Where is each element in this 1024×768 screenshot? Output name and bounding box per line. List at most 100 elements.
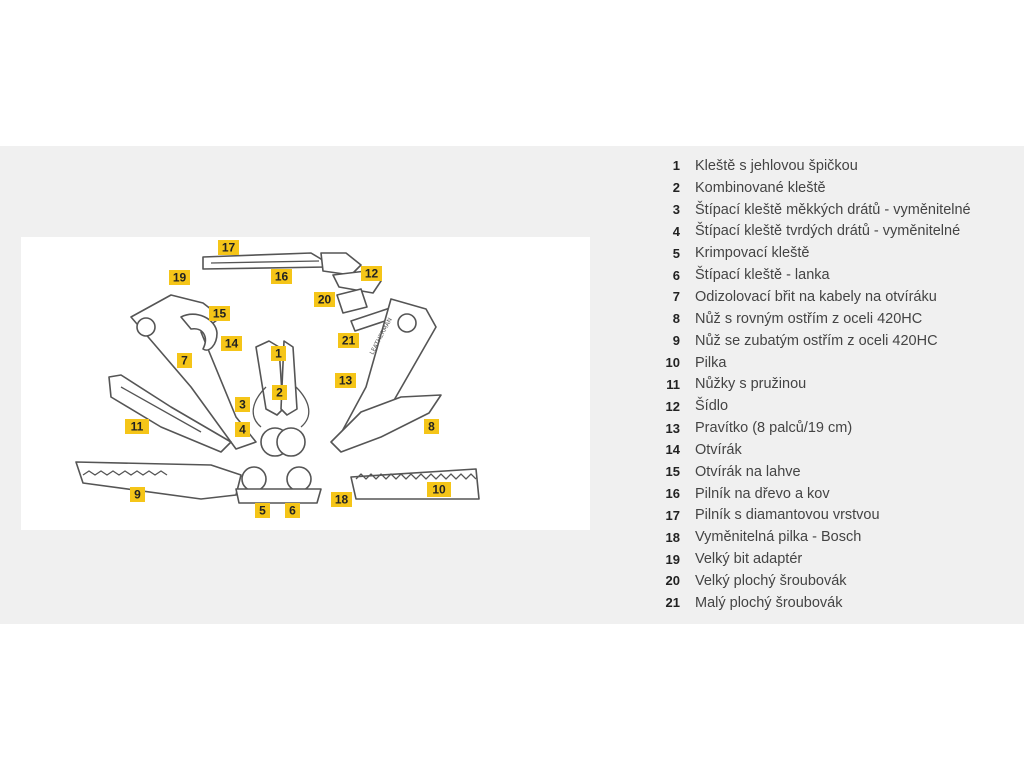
callout-11: 11 [125, 419, 149, 434]
callout-14: 14 [221, 336, 242, 351]
multitool-line-art: LEATHERMAN [75, 252, 480, 504]
svg-text:4: 4 [239, 423, 246, 437]
legend-item: 19 Velký bit adaptér [662, 548, 1012, 570]
legend-number: 15 [665, 464, 680, 480]
legend-item: 4 Štípací kleště tvrdých drátů - vyměnite… [662, 221, 1012, 243]
callout-13: 13 [335, 373, 356, 388]
legend-label: Malý plochý šroubovák [695, 594, 843, 611]
legend-number: 19 [665, 551, 680, 567]
legend-number: 10 [665, 355, 680, 371]
callout-20: 20 [314, 292, 335, 307]
legend-number: 9 [672, 333, 680, 349]
callout-8: 8 [424, 419, 439, 434]
legend-item: 7 Odizolovací břit na kabely na otvíráku [662, 286, 1012, 308]
legend-number: 7 [672, 289, 680, 305]
legend-label: Nůž s rovným ostřím z oceli 420HC [695, 310, 923, 327]
legend-number: 18 [665, 529, 680, 545]
legend-label: Odizolovací břit na kabely na otvíráku [695, 288, 937, 305]
legend-number: 4 [672, 223, 680, 239]
svg-text:5: 5 [259, 504, 266, 518]
legend-item: 11 Nůžky s pružinou [662, 373, 1012, 395]
legend-label: Štípací kleště - lanka [695, 267, 830, 284]
legend-item: 9 Nůž se zubatým ostřím z oceli 420HC [662, 330, 1012, 352]
svg-text:2: 2 [276, 386, 283, 400]
multitool-diagram: LEATHERMAN 1 2 3 4 5 6 7 8 9 10 11 12 13… [21, 237, 590, 530]
legend-number: 2 [672, 180, 680, 196]
legend-number: 11 [666, 376, 680, 392]
legend-label: Pilník na dřevo a kov [695, 485, 830, 502]
legend-label: Krimpovací kleště [695, 245, 810, 262]
svg-text:19: 19 [173, 271, 187, 285]
svg-text:8: 8 [428, 420, 435, 434]
svg-text:1: 1 [275, 347, 282, 361]
legend-number: 13 [665, 420, 680, 436]
legend-label: Otvírák na lahve [695, 463, 801, 480]
legend-item: 8 Nůž s rovným ostřím z oceli 420HC [662, 308, 1012, 330]
legend-number: 17 [665, 507, 680, 523]
legend-number: 1 [672, 158, 680, 174]
svg-text:21: 21 [342, 334, 356, 348]
legend-item: 15 Otvírák na lahve [662, 461, 1012, 483]
svg-text:15: 15 [213, 307, 227, 321]
legend-label: Vyměnitelná pilka - Bosch [695, 529, 862, 546]
legend-item: 18 Vyměnitelná pilka - Bosch [662, 526, 1012, 548]
legend-label: Kombinované kleště [695, 179, 826, 196]
legend-label: Kleště s jehlovou špičkou [695, 157, 858, 174]
callout-15: 15 [209, 306, 230, 321]
legend-item: 21 Malý plochý šroubovák [662, 592, 1012, 614]
callout-10: 10 [427, 482, 451, 497]
legend-item: 3 Štípací kleště měkkých drátů - vyměnite… [662, 199, 1012, 221]
tool-legend: 1 Kleště s jehlovou špičkou 2 Kombinované … [662, 155, 1012, 614]
callout-6: 6 [285, 503, 300, 518]
callout-16: 16 [271, 269, 292, 284]
legend-number: 21 [665, 595, 680, 611]
legend-item: 12 Šídlo [662, 395, 1012, 417]
legend-label: Velký plochý šroubovák [695, 572, 847, 589]
callout-5: 5 [255, 503, 270, 518]
multitool-drawing: LEATHERMAN 1 2 3 4 5 6 7 8 9 10 11 12 13… [75, 240, 480, 518]
legend-label: Nůžky s pružinou [695, 376, 807, 393]
legend-number: 6 [672, 267, 680, 283]
svg-text:13: 13 [339, 374, 353, 388]
svg-text:14: 14 [225, 337, 239, 351]
callout-2: 2 [272, 385, 287, 400]
legend-number: 3 [672, 202, 680, 218]
callout-18: 18 [331, 492, 352, 507]
legend-label: Pilník s diamantovou vrstvou [695, 507, 880, 524]
svg-text:20: 20 [318, 293, 332, 307]
legend-number: 8 [672, 311, 680, 327]
legend-label: Štípací kleště tvrdých drátů - vyměnitel… [695, 223, 961, 240]
legend-number: 5 [672, 245, 680, 261]
callout-3: 3 [235, 397, 250, 412]
legend-label: Otvírák [695, 441, 742, 458]
callout-19: 19 [169, 270, 190, 285]
svg-text:12: 12 [365, 267, 379, 281]
legend-item: 6 Štípací kleště - lanka [662, 264, 1012, 286]
legend-label: Šídlo [695, 398, 729, 415]
callout-1: 1 [271, 346, 286, 361]
legend-number: 14 [665, 442, 680, 458]
legend-number: 12 [665, 398, 680, 414]
svg-text:10: 10 [432, 483, 446, 497]
legend-label: Velký bit adaptér [695, 551, 803, 568]
legend-item: 17 Pilník s diamantovou vrstvou [662, 505, 1012, 527]
svg-text:9: 9 [134, 488, 141, 502]
callout-12: 12 [361, 266, 382, 281]
svg-text:16: 16 [275, 270, 289, 284]
callout-4: 4 [235, 422, 250, 437]
svg-text:17: 17 [222, 241, 236, 255]
legend-item: 1 Kleště s jehlovou špičkou [662, 155, 1012, 177]
legend-label: Štípací kleště měkkých drátů - vyměnitel… [695, 201, 971, 218]
callout-7: 7 [177, 353, 192, 368]
legend-item: 5 Krimpovací kleště [662, 242, 1012, 264]
svg-text:6: 6 [289, 504, 296, 518]
callout-9: 9 [130, 487, 145, 502]
legend-label: Nůž se zubatým ostřím z oceli 420HC [695, 332, 938, 349]
legend-item: 14 Otvírák [662, 439, 1012, 461]
callout-17: 17 [218, 240, 239, 255]
callout-21: 21 [338, 333, 359, 348]
legend-label: Pravítko (8 palců/19 cm) [695, 420, 853, 437]
